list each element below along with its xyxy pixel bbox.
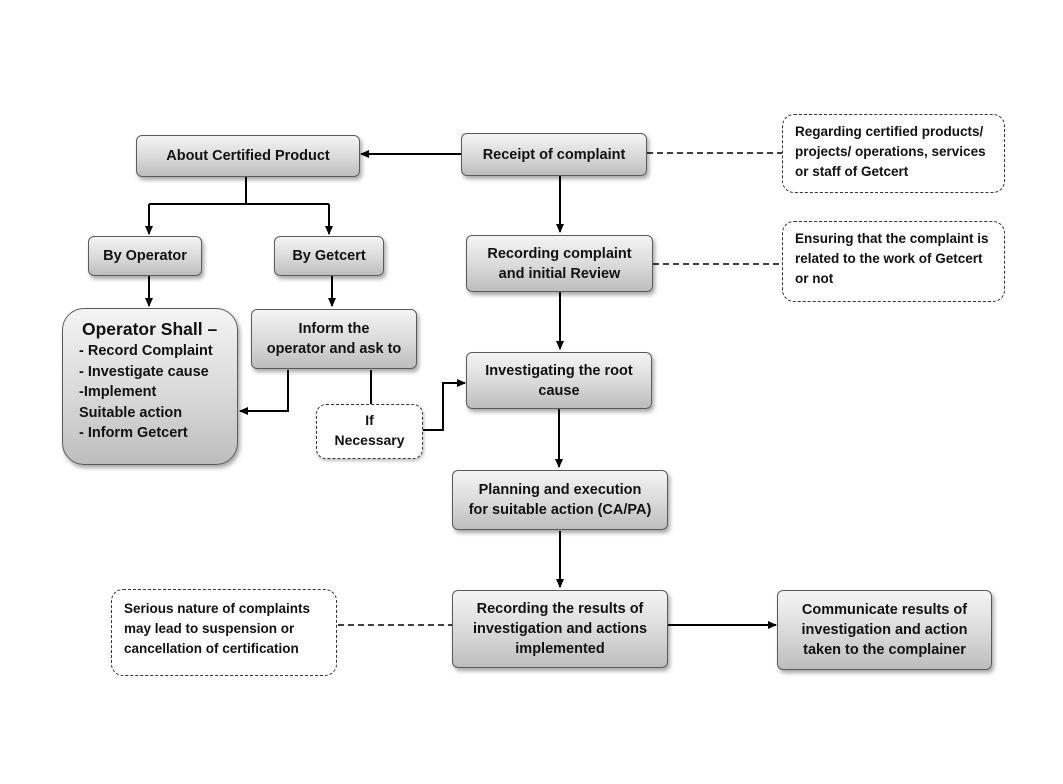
serious-nature-note: Serious nature of complaints may lead to… bbox=[111, 589, 337, 676]
by-operator-label: By Operator bbox=[103, 248, 187, 264]
operator-shall-box: Operator Shall – - Record Complaint - In… bbox=[62, 308, 238, 465]
ensuring-note: Ensuring that the complaint is related t… bbox=[782, 221, 1005, 302]
regarding-note: Regarding certified products/ projects/ … bbox=[782, 114, 1005, 193]
by-getcert-box: By Getcert bbox=[274, 236, 384, 276]
recording-results-box: Recording the results of investigation a… bbox=[452, 590, 668, 668]
communicate-results-label: Communicate results of investigation and… bbox=[801, 602, 968, 658]
by-operator-box: By Operator bbox=[88, 236, 202, 276]
regarding-note-text: Regarding certified products/ projects/ … bbox=[795, 124, 986, 179]
operator-shall-item: - Record Complaint bbox=[79, 343, 213, 359]
arrow-if-necessary-to-investigating bbox=[423, 379, 466, 431]
receipt-of-complaint-box: Receipt of complaint bbox=[461, 133, 647, 176]
recording-results-label: Recording the results of investigation a… bbox=[472, 601, 648, 657]
receipt-of-complaint-label: Receipt of complaint bbox=[482, 146, 626, 163]
communicate-results-box: Communicate results of investigation and… bbox=[777, 590, 992, 670]
serious-nature-note-text: Serious nature of complaints may lead to… bbox=[124, 601, 311, 656]
recording-complaint-box: Recording complaint and initial Review bbox=[466, 235, 653, 292]
inform-operator-box: Inform the operator and ask to bbox=[251, 309, 417, 369]
inform-operator-label: Inform the operator and ask to bbox=[266, 321, 402, 357]
planning-execution-box: Planning and execution for suitable acti… bbox=[452, 470, 668, 530]
operator-shall-item: - Investigate cause bbox=[79, 363, 209, 380]
investigating-root-cause-box: Investigating the root cause bbox=[466, 352, 652, 409]
operator-shall-heading: Operator Shall – bbox=[82, 319, 218, 339]
arrow-inform-to-operator-shall bbox=[239, 370, 289, 415]
by-getcert-label: By Getcert bbox=[292, 248, 366, 264]
if-necessary-box: If Necessary bbox=[316, 404, 423, 459]
operator-shall-item: - Inform Getcert bbox=[79, 425, 188, 441]
ensuring-note-text: Ensuring that the complaint is related t… bbox=[795, 231, 989, 286]
operator-shall-item: -Implement Suitable action bbox=[79, 384, 183, 421]
recording-complaint-label: Recording complaint and initial Review bbox=[487, 245, 632, 282]
if-necessary-label: If Necessary bbox=[334, 412, 405, 448]
planning-execution-label: Planning and execution for suitable acti… bbox=[468, 482, 652, 518]
investigating-root-cause-label: Investigating the root cause bbox=[485, 362, 633, 399]
about-certified-product-box: About Certified Product bbox=[136, 135, 360, 177]
about-certified-product-label: About Certified Product bbox=[166, 148, 330, 164]
